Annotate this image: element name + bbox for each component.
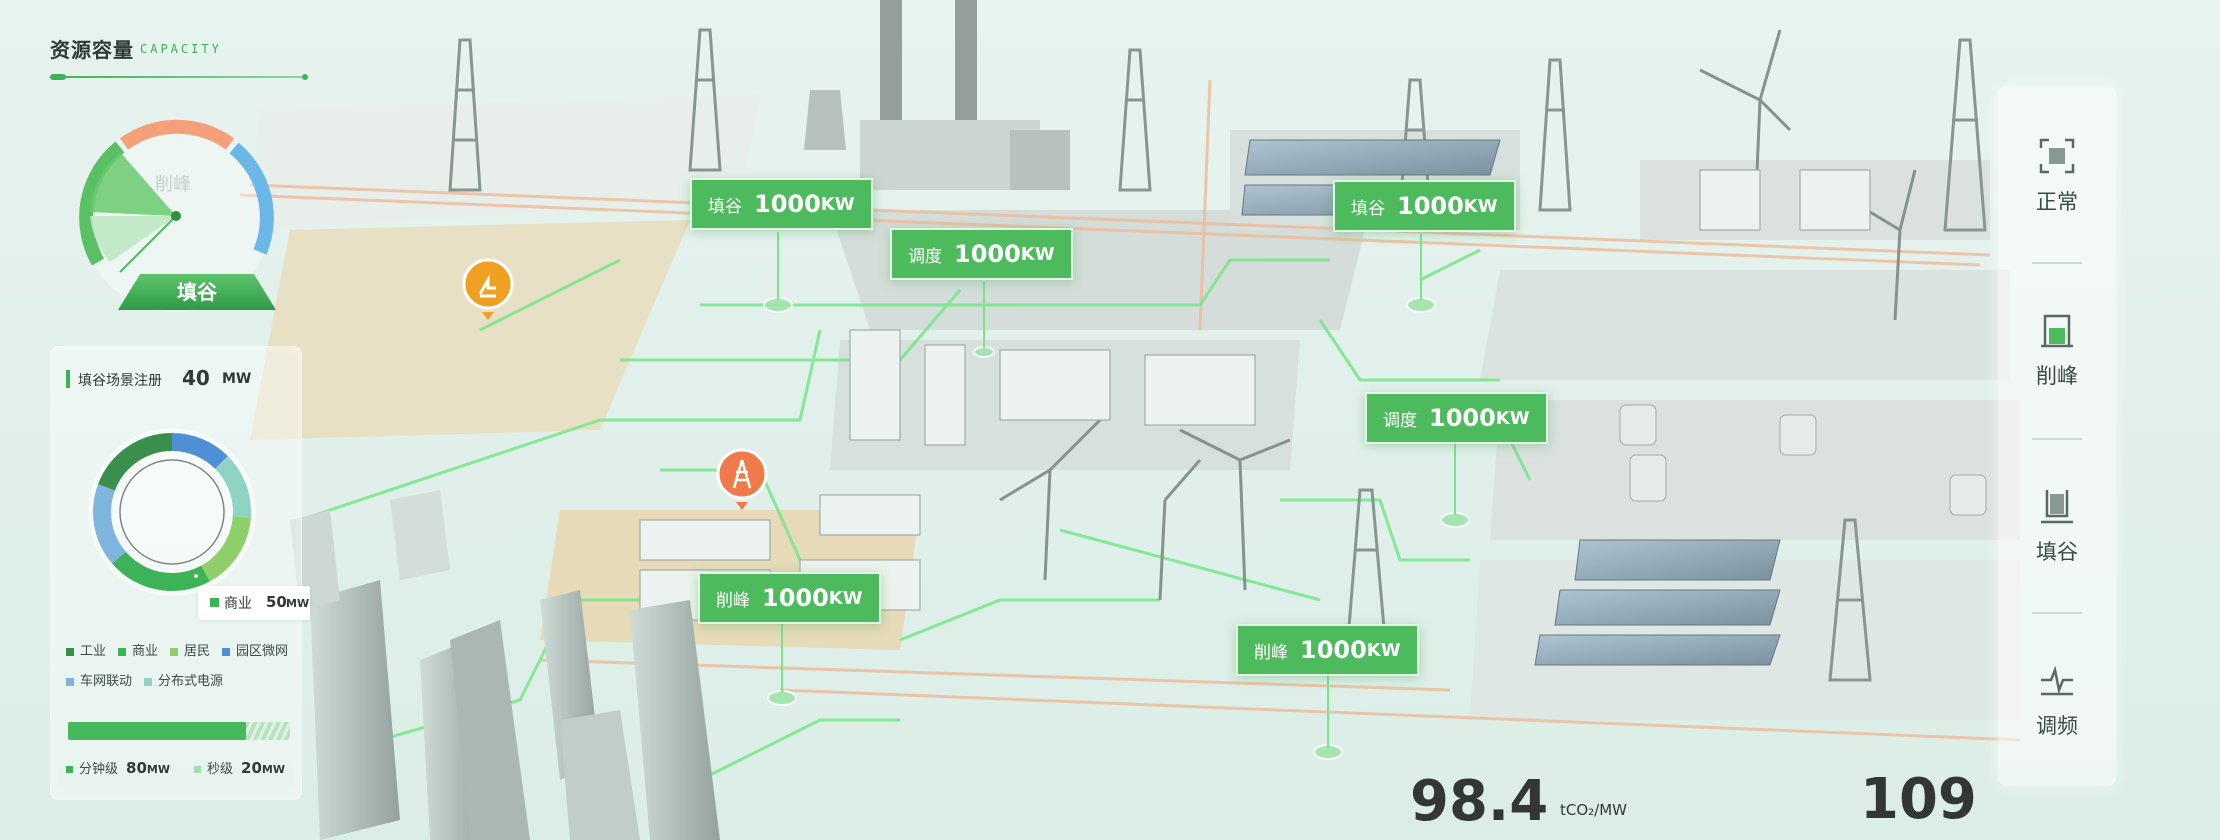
mode-frequency-regulation[interactable]: 调频 (1998, 660, 2116, 740)
level-value: 80 (126, 759, 147, 777)
bg-readout-b: 109 (1860, 767, 1977, 832)
callout-value: 1000 (754, 190, 821, 218)
callout-peak-shaving-2[interactable]: 削峰 1000 KW (1236, 624, 1419, 676)
normal-frame-icon (1998, 136, 2116, 180)
legend-swatch (66, 677, 74, 686)
title-tick (50, 74, 66, 80)
level-label: 分钟级 (79, 762, 119, 777)
level-label: 秒级 (207, 762, 234, 777)
callout-value: 1000 (1397, 192, 1464, 220)
legend-item-microgrid[interactable]: 园区微网 (222, 640, 288, 659)
callout-valley-filling-2[interactable]: 填谷 1000 KW (1333, 180, 1516, 232)
callout-peak-shaving-1[interactable]: 削峰 1000 KW (698, 572, 881, 624)
resource-donut-chart[interactable] (84, 424, 260, 600)
level-second: 秒级 20MW (194, 758, 285, 777)
legend-item-distributed[interactable]: 分布式电源 (144, 670, 223, 689)
donut-tooltip-label: 商业 (224, 596, 252, 612)
callout-value: 1000 (762, 584, 829, 612)
registration-accent (66, 370, 70, 388)
legend-swatch (170, 647, 178, 656)
mode-label: 正常 (2036, 190, 2078, 214)
callout-unit: KW (1463, 195, 1498, 217)
legend-item-v2g[interactable]: 车网联动 (66, 670, 132, 689)
legend-swatch (144, 677, 152, 686)
panel-title: 资源容量 (50, 38, 134, 62)
donut-tooltip-swatch (210, 598, 219, 607)
mode-divider (2032, 262, 2082, 264)
legend-swatch (66, 647, 74, 656)
registration-label: 填谷场景注册 (78, 373, 162, 389)
callout-unit: KW (1495, 407, 1530, 429)
valley-filling-icon (1998, 486, 2116, 530)
legend-label: 园区微网 (236, 644, 289, 659)
callout-label: 调度 (908, 246, 942, 267)
legend-item-residential[interactable]: 居民 (170, 640, 210, 659)
callout-unit: KW (820, 193, 855, 215)
callout-label: 调度 (1383, 410, 1417, 431)
callout-value: 1000 (954, 240, 1021, 268)
callout-value: 1000 (1300, 636, 1367, 664)
legend-item-industrial[interactable]: 工业 (66, 640, 106, 659)
mode-valley-filling[interactable]: 填谷 (1998, 486, 2116, 566)
mode-label: 调频 (2036, 714, 2078, 738)
callout-dispatch-2[interactable]: 调度 1000 KW (1365, 392, 1548, 444)
callout-label: 削峰 (1254, 642, 1288, 663)
legend-swatch (222, 647, 230, 656)
level-unit: MW (146, 763, 170, 776)
mode-normal[interactable]: 正常 (1998, 136, 2116, 216)
legend-label: 居民 (184, 644, 211, 659)
mode-label: 填谷 (2036, 540, 2078, 564)
callout-unit: KW (828, 587, 863, 609)
callout-valley-filling-1[interactable]: 填谷 1000 KW (690, 178, 873, 230)
power-tower-marker-icon[interactable] (716, 448, 768, 510)
registration-unit: MW (222, 371, 252, 387)
legend-item-commercial[interactable]: 商业 (118, 640, 158, 659)
callout-label: 削峰 (716, 590, 750, 611)
mode-label: 削峰 (2036, 364, 2078, 388)
level-swatch (194, 766, 201, 773)
panel-subtitle: CAPACITY (140, 42, 222, 56)
capacity-gauge (60, 112, 300, 312)
legend-label: 分布式电源 (158, 674, 224, 689)
legend-swatch (118, 647, 126, 656)
legend-label: 车网联动 (80, 674, 133, 689)
mode-divider (2032, 612, 2082, 614)
mode-panel (1998, 86, 2116, 786)
energy-marker-icon[interactable] (462, 258, 514, 320)
donut-tooltip-unit: MW (286, 597, 310, 610)
legend-label: 工业 (80, 644, 107, 659)
callout-value: 1000 (1429, 404, 1496, 432)
bg-readout-a-unit: tCO₂/MW (1560, 801, 1627, 819)
peak-shaving-icon (1998, 310, 2116, 354)
donut-tooltip-value: 50 (266, 593, 287, 611)
callout-label: 填谷 (1351, 198, 1385, 219)
response-level-fill (68, 722, 246, 740)
level-minute: 分钟级 80MW (66, 758, 170, 777)
registration-value: 40 (182, 366, 210, 390)
frequency-regulation-icon (1998, 660, 2116, 704)
level-swatch (66, 766, 73, 773)
level-value: 20 (241, 759, 262, 777)
callout-dispatch-1[interactable]: 调度 1000 KW (890, 228, 1073, 280)
level-unit: MW (261, 763, 285, 776)
gauge-faint-label: 削峰 (155, 174, 191, 195)
callout-label: 填谷 (708, 196, 742, 217)
gauge-mode-badge: 填谷 (118, 274, 276, 310)
mode-divider (2032, 438, 2082, 440)
mode-peak-shaving[interactable]: 削峰 (1998, 310, 2116, 390)
callout-unit: KW (1366, 639, 1401, 661)
callout-unit: KW (1020, 243, 1055, 265)
legend-label: 商业 (132, 644, 159, 659)
title-rule (50, 74, 308, 80)
bg-readout-a: 98.4 (1410, 769, 1548, 834)
